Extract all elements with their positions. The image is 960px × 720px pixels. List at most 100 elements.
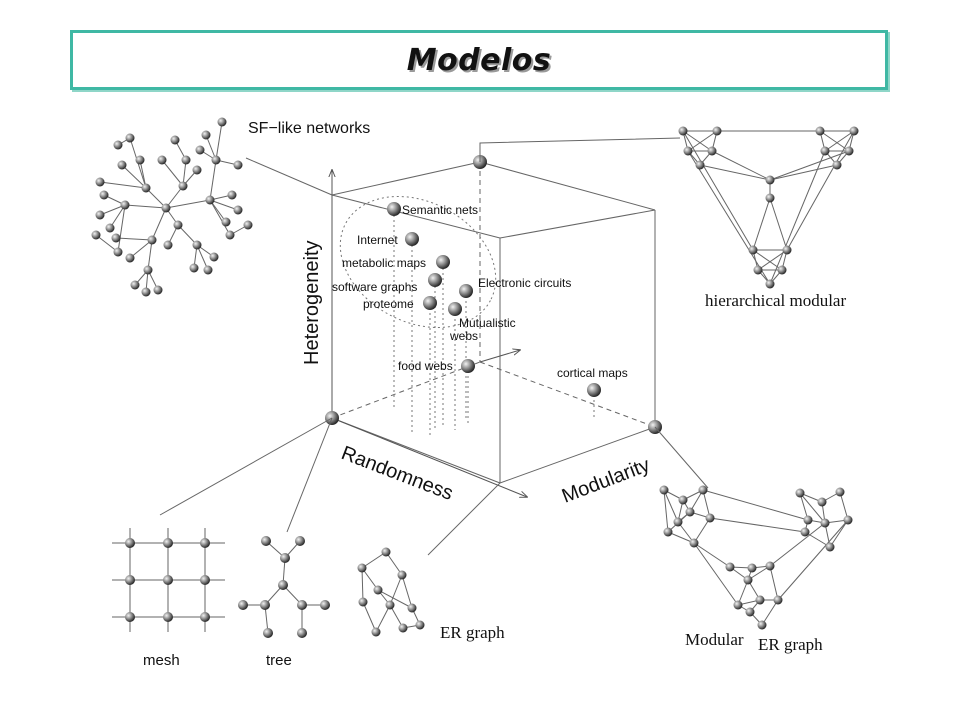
- graph-node: [777, 265, 787, 275]
- graph-node: [233, 205, 243, 215]
- graph-node: [192, 240, 202, 250]
- graph-node: [358, 597, 368, 607]
- graph-edge: [693, 517, 711, 544]
- graph-node: [233, 160, 243, 170]
- graph-node: [835, 487, 845, 497]
- graph-node: [712, 126, 722, 136]
- graph-edge: [401, 574, 413, 609]
- graph-node: [849, 126, 859, 136]
- graph-edge: [124, 204, 167, 209]
- graph-node: [747, 563, 757, 573]
- graph-edge: [151, 207, 167, 241]
- graph-node: [320, 600, 330, 610]
- sf-like-label: SF−like networks: [248, 120, 370, 137]
- graph-node: [397, 570, 407, 580]
- graph-node: [745, 607, 755, 617]
- graph-node: [297, 628, 307, 638]
- graph-node: [295, 536, 305, 546]
- title-box: Modelos: [70, 30, 888, 90]
- graph-node: [663, 527, 673, 537]
- label-metabolic-maps: metabolic maps: [342, 256, 426, 270]
- graph-node: [201, 130, 211, 140]
- graph-edge: [709, 517, 806, 533]
- point-software-graphs: [428, 273, 442, 287]
- graph-edge: [361, 567, 364, 603]
- point-mutualistic-webs: [448, 302, 462, 316]
- graph-node: [91, 230, 101, 240]
- graph-node: [765, 175, 775, 185]
- graph-node: [120, 200, 130, 210]
- graph-node: [748, 245, 758, 255]
- graph-edge: [799, 492, 826, 524]
- graph-edge: [209, 159, 217, 201]
- graph-node: [263, 628, 273, 638]
- graph-node: [209, 252, 219, 262]
- graph-node: [211, 155, 221, 165]
- graph-node: [125, 133, 135, 143]
- point-metabolic-maps: [436, 255, 450, 269]
- graph-node: [689, 538, 699, 548]
- graph-node: [820, 146, 830, 156]
- graph-edge: [663, 489, 679, 523]
- graph-node: [163, 575, 173, 585]
- graph-edge: [147, 239, 153, 271]
- heterogeneity-label: Heterogeneity: [301, 240, 323, 365]
- graph-node: [243, 220, 253, 230]
- label-software-graphs: software graphs: [332, 280, 417, 294]
- label-webs: webs: [449, 329, 478, 343]
- graph-node: [161, 203, 171, 213]
- graph-node: [707, 146, 717, 156]
- graph-edge: [769, 164, 838, 181]
- graph-node: [225, 230, 235, 240]
- graph-node: [773, 595, 783, 605]
- label-food-webs: food webs: [398, 359, 453, 373]
- point-internet: [405, 232, 419, 246]
- randomness-axis: [331, 417, 527, 497]
- hierarchical-modular-label: hierarchical modular: [705, 291, 846, 310]
- graph-node: [385, 600, 395, 610]
- graph-edge: [682, 130, 754, 251]
- drop-lines: [393, 210, 595, 435]
- graph-node: [205, 195, 215, 205]
- graph-node: [733, 600, 743, 610]
- graph-node: [844, 146, 854, 156]
- modularity-axis: [479, 350, 520, 363]
- graph-node: [200, 538, 210, 548]
- graph-edge: [361, 567, 379, 591]
- graph-node: [415, 620, 425, 630]
- label-proteome: proteome: [363, 297, 414, 311]
- graph-node: [659, 485, 669, 495]
- graph-node: [135, 155, 145, 165]
- graph-edge: [165, 185, 184, 209]
- graph-node: [678, 126, 688, 136]
- label-electronic-circuits: Electronic circuits: [478, 276, 571, 290]
- graph-node: [782, 245, 792, 255]
- graph-node: [105, 223, 115, 233]
- graph-node: [743, 575, 753, 585]
- graph-node: [815, 126, 825, 136]
- graph-node: [163, 538, 173, 548]
- graph-node: [803, 515, 813, 525]
- graph-node: [163, 240, 173, 250]
- graph-node: [203, 265, 213, 275]
- graph-node: [113, 140, 123, 150]
- graph-node: [170, 135, 180, 145]
- page-title: Modelos: [406, 43, 552, 78]
- graph-node: [181, 155, 191, 165]
- graph-node: [373, 585, 383, 595]
- graph-node: [141, 183, 151, 193]
- graph-node: [357, 563, 367, 573]
- graph-node: [227, 190, 237, 200]
- graph-node: [280, 553, 290, 563]
- graph-node: [398, 623, 408, 633]
- graph-node: [117, 160, 127, 170]
- er-graph-label: ER graph: [440, 623, 505, 642]
- graph-node: [757, 620, 767, 630]
- graph-edge: [769, 197, 788, 251]
- graph-node: [147, 235, 157, 245]
- graph-node: [125, 612, 135, 622]
- graph-edge: [786, 130, 855, 251]
- graph-node: [278, 580, 288, 590]
- graph-edge: [109, 204, 126, 229]
- graph-node: [189, 263, 199, 273]
